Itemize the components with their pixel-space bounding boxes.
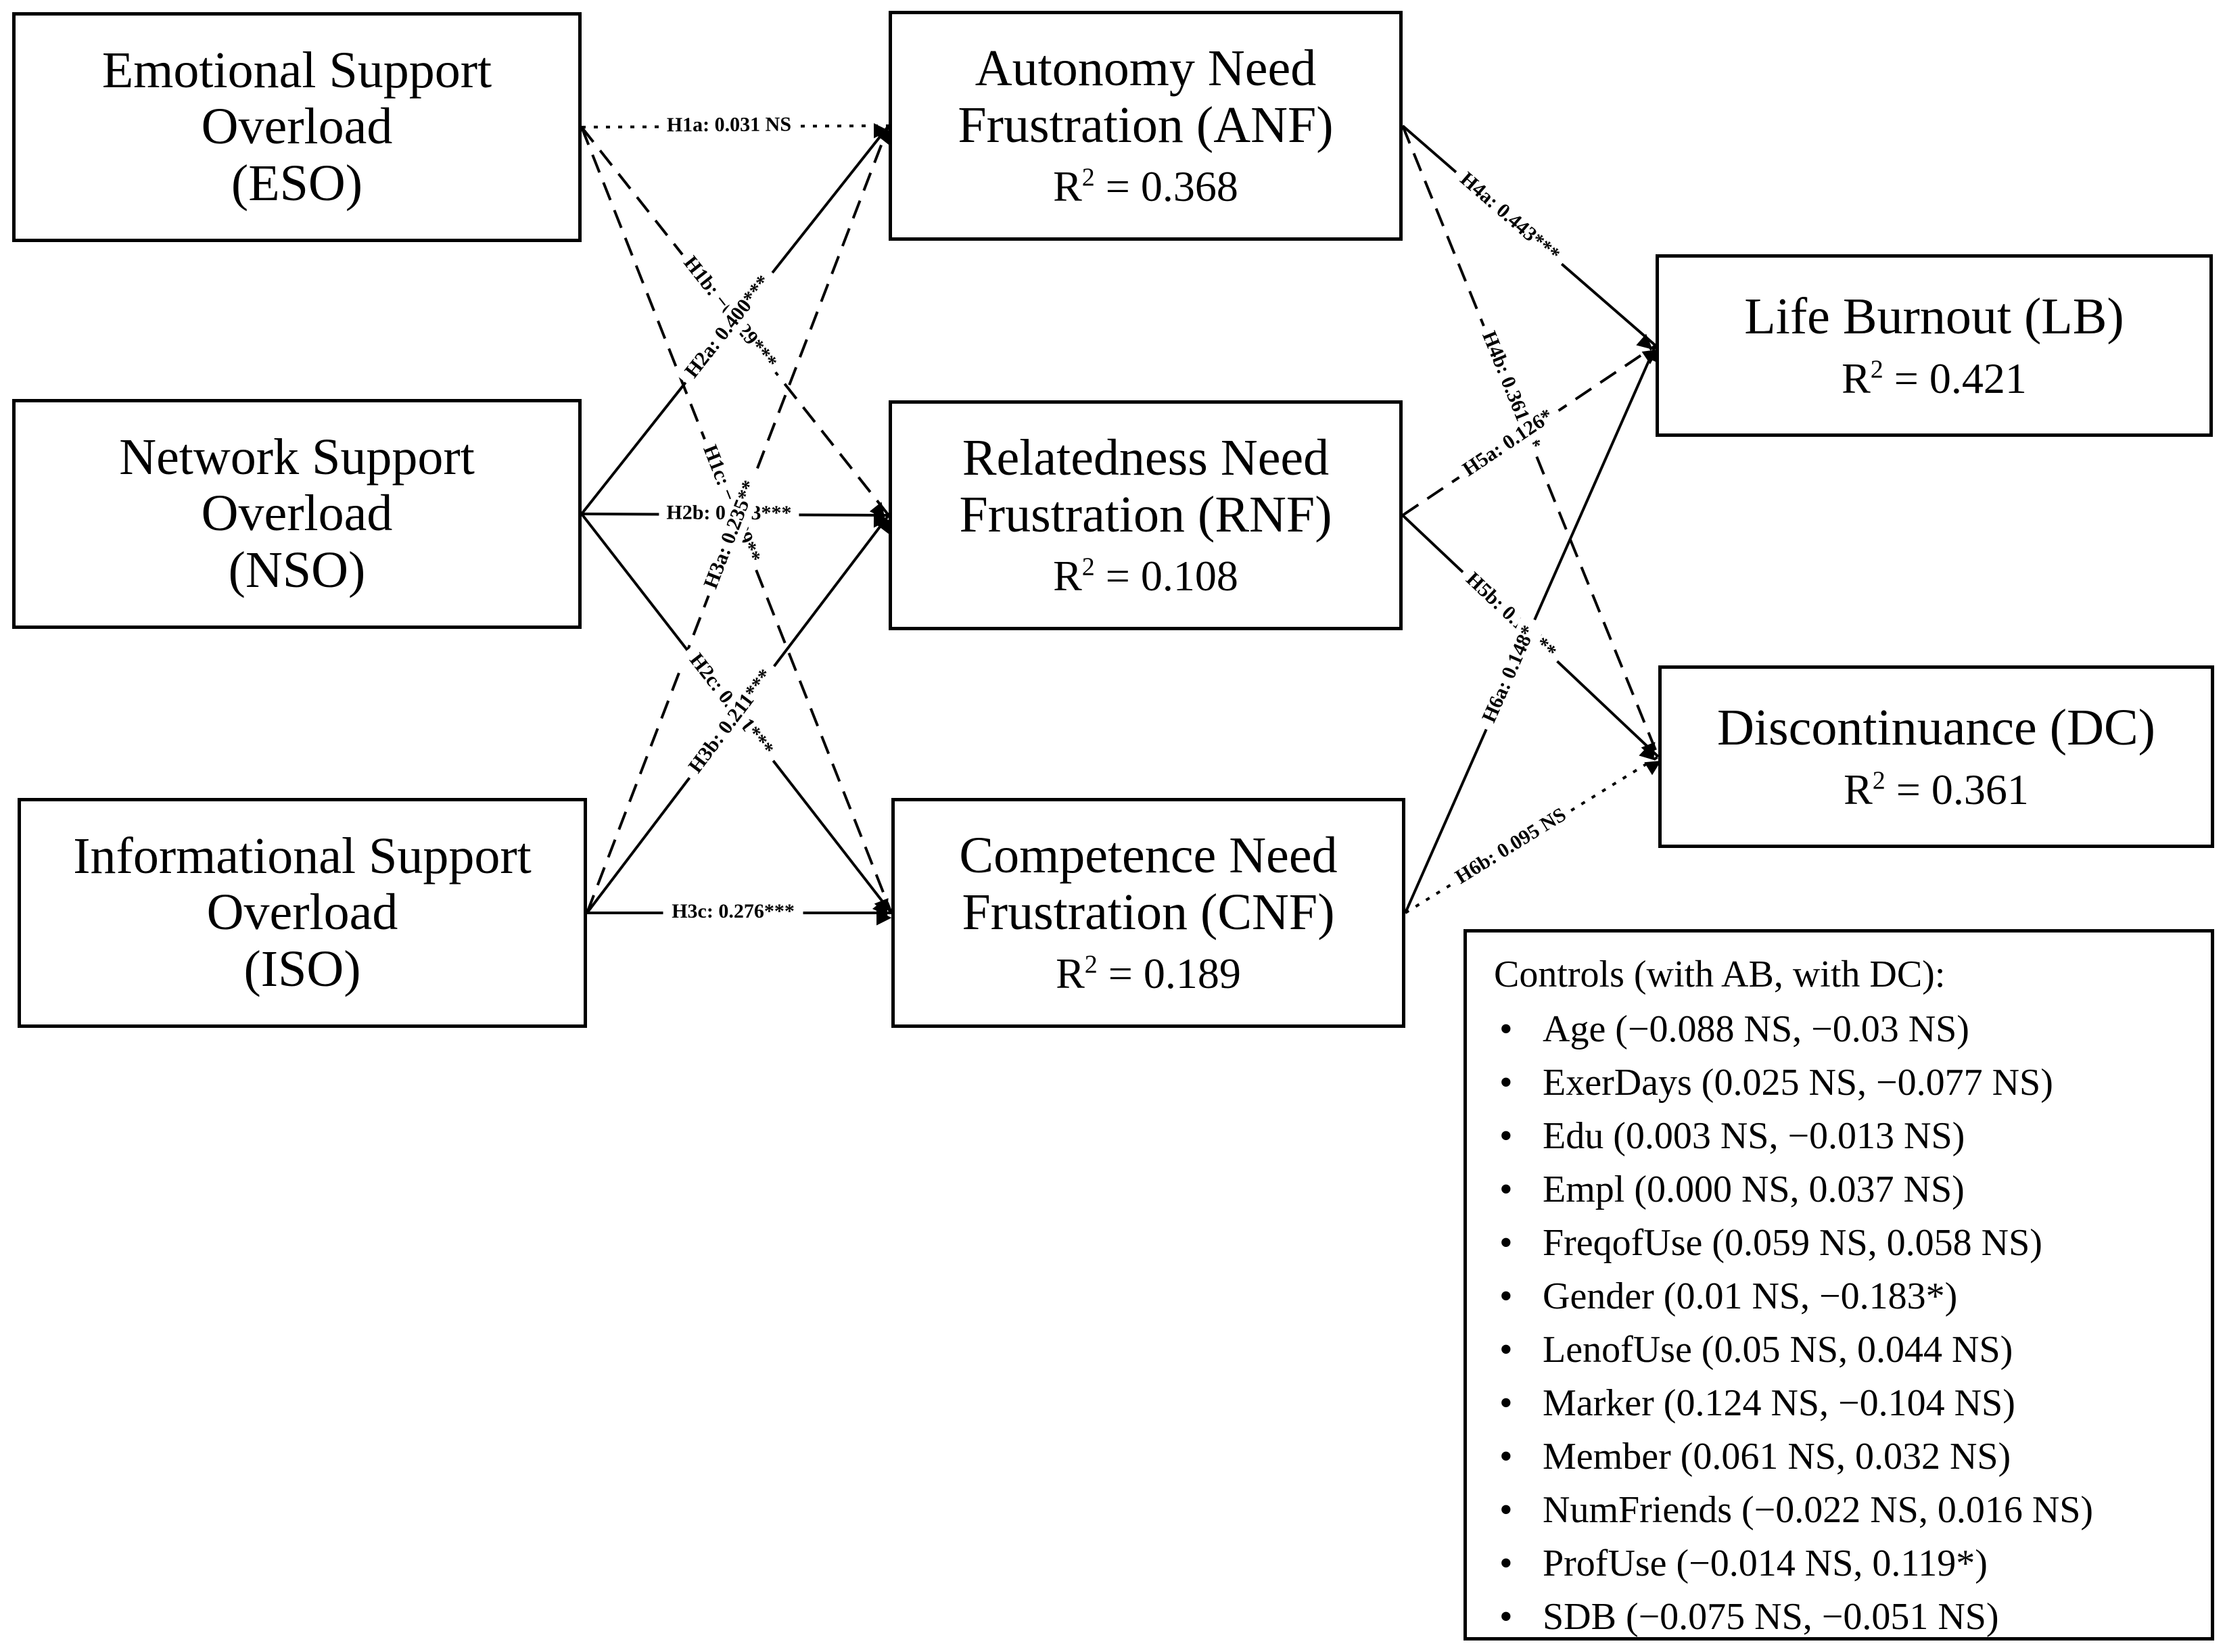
control-variable-text: LenofUse (0.05 NS, 0.044 NS) [1543,1329,2013,1371]
control-variable-item: • Edu (0.003 NS, −0.013 NS) [1494,1110,2184,1163]
control-variable-item: • Empl (0.000 NS, 0.037 NS) [1494,1163,2184,1217]
r-squared: R2 = 0.189 [1056,949,1241,998]
control-variable-item: • SDB (−0.075 NS, −0.051 NS) [1494,1590,2184,1644]
node-title-line: Frustration (ANF) [958,96,1334,154]
node-title-line: Frustration (RNF) [959,486,1332,543]
bullet-icon: • [1499,1329,1513,1371]
bullet-icon: • [1499,1436,1513,1478]
node-title-line: Frustration (CNF) [962,883,1335,941]
node-title-line: Relatedness Need [962,429,1330,487]
controls-title: Controls (with AB, with DC): [1494,953,1946,995]
bullet-icon: • [1499,1008,1513,1050]
control-variable-item: • Member (0.061 NS, 0.032 NS) [1494,1430,2184,1484]
r-squared: R2 = 0.421 [1842,354,2027,402]
control-variable-item: • Gender (0.01 NS, −0.183*) [1494,1270,2184,1323]
r-squared: R2 = 0.108 [1053,552,1238,600]
node-relatedness-need-frustration: Relatedness Need Frustration (RNF) R2 = … [889,400,1403,630]
bullet-icon: • [1499,1382,1513,1424]
bullet-icon: • [1499,1169,1513,1210]
control-variable-item: • FreqofUse (0.059 NS, 0.058 NS) [1494,1217,2184,1270]
node-informational-support-overload: Informational Support Overload (ISO) [18,798,587,1028]
path-coefficient-text: H6b: 0.095 NS [1451,803,1570,889]
bullet-icon: • [1499,1062,1513,1104]
node-title-line: Overload [206,884,398,941]
control-variable-text: SDB (−0.075 NS, −0.051 NS) [1543,1596,1999,1638]
path-coefficient-text: H1a: 0.031 NS [667,113,791,136]
r-squared: R2 = 0.368 [1053,162,1238,211]
control-variable-item: • Age (−0.088 NS, −0.03 NS) [1494,1003,2184,1056]
bullet-icon: • [1499,1115,1513,1157]
bullet-icon: • [1499,1542,1513,1584]
path-coefficient-label: H1a: 0.031 NS [659,112,799,139]
path-coefficient-text: H4a: 0.443*** [1456,168,1564,266]
node-title-line: Informational Support [73,827,532,884]
control-variable-text: Empl (0.000 NS, 0.037 NS) [1543,1169,1965,1210]
node-title-line: Autonomy Need [975,40,1317,97]
path-arrow-eso-anf [581,123,889,139]
control-variable-item: • Marker (0.124 NS, −0.104 NS) [1494,1377,2184,1430]
control-variable-text: Marker (0.124 NS, −0.104 NS) [1543,1382,2015,1424]
node-title-line: (NSO) [228,541,366,598]
control-variable-text: ExerDays (0.025 NS, −0.077 NS) [1543,1062,2053,1104]
controls-legend: Controls (with AB, with DC): • Age (−0.08… [1463,929,2214,1641]
control-variable-text: FreqofUse (0.059 NS, 0.058 NS) [1543,1222,2042,1264]
bullet-icon: • [1499,1489,1513,1531]
node-title-line: Overload [201,485,393,542]
control-variable-text: ProfUse (−0.014 NS, 0.119*) [1543,1542,1988,1584]
node-title-line: Emotional Support [101,41,492,99]
control-variable-item: • ProfUse (−0.014 NS, 0.119*) [1494,1537,2184,1590]
controls-list: • Age (−0.088 NS, −0.03 NS) • ExerDays (0.0… [1494,1003,2184,1644]
control-variable-text: NumFriends (−0.022 NS, 0.016 NS) [1543,1489,2094,1531]
node-autonomy-need-frustration: Autonomy Need Frustration (ANF) R2 = 0.3… [889,11,1403,241]
control-variable-item: • LenofUse (0.05 NS, 0.044 NS) [1494,1323,2184,1377]
node-title-line: Competence Need [959,827,1338,884]
control-variable-text: Member (0.061 NS, 0.032 NS) [1543,1436,2011,1478]
control-variable-text: Gender (0.01 NS, −0.183*) [1543,1275,1958,1317]
node-competence-need-frustration: Competence Need Frustration (CNF) R2 = 0… [891,798,1405,1028]
node-title-line: Life Burnout (LB) [1744,288,2124,345]
node-network-support-overload: Network Support Overload (NSO) [12,399,582,629]
control-variable-item: • NumFriends (−0.022 NS, 0.016 NS) [1494,1484,2184,1537]
bullet-icon: • [1499,1222,1513,1264]
node-life-burnout: Life Burnout (LB) R2 = 0.421 [1656,254,2213,437]
r-squared: R2 = 0.361 [1844,765,2029,813]
node-discontinuance: Discontinuance (DC) R2 = 0.361 [1658,665,2214,848]
path-coefficient-text: H3c: 0.276*** [672,900,795,922]
path-coefficient-label: H6b: 0.095 NS [1445,799,1578,895]
path-coefficient-text: H6a: 0.148* [1478,622,1540,726]
control-variable-text: Age (−0.088 NS, −0.03 NS) [1543,1008,1969,1050]
node-title-line: (ISO) [243,940,361,997]
node-title-line: (ESO) [231,154,363,212]
node-title-line: Discontinuance (DC) [1717,699,2155,756]
path-coefficient-label: H3c: 0.276*** [663,899,803,925]
bullet-icon: • [1499,1596,1513,1638]
node-title-line: Overload [201,98,393,156]
control-variable-item: • ExerDays (0.025 NS, −0.077 NS) [1494,1056,2184,1110]
control-variable-text: Edu (0.003 NS, −0.013 NS) [1543,1115,1965,1157]
node-emotional-support-overload: Emotional Support Overload (ESO) [12,12,582,242]
path-coefficient-label: H4a: 0.443*** [1448,162,1571,273]
node-title-line: Network Support [119,428,475,486]
bullet-icon: • [1499,1275,1513,1317]
